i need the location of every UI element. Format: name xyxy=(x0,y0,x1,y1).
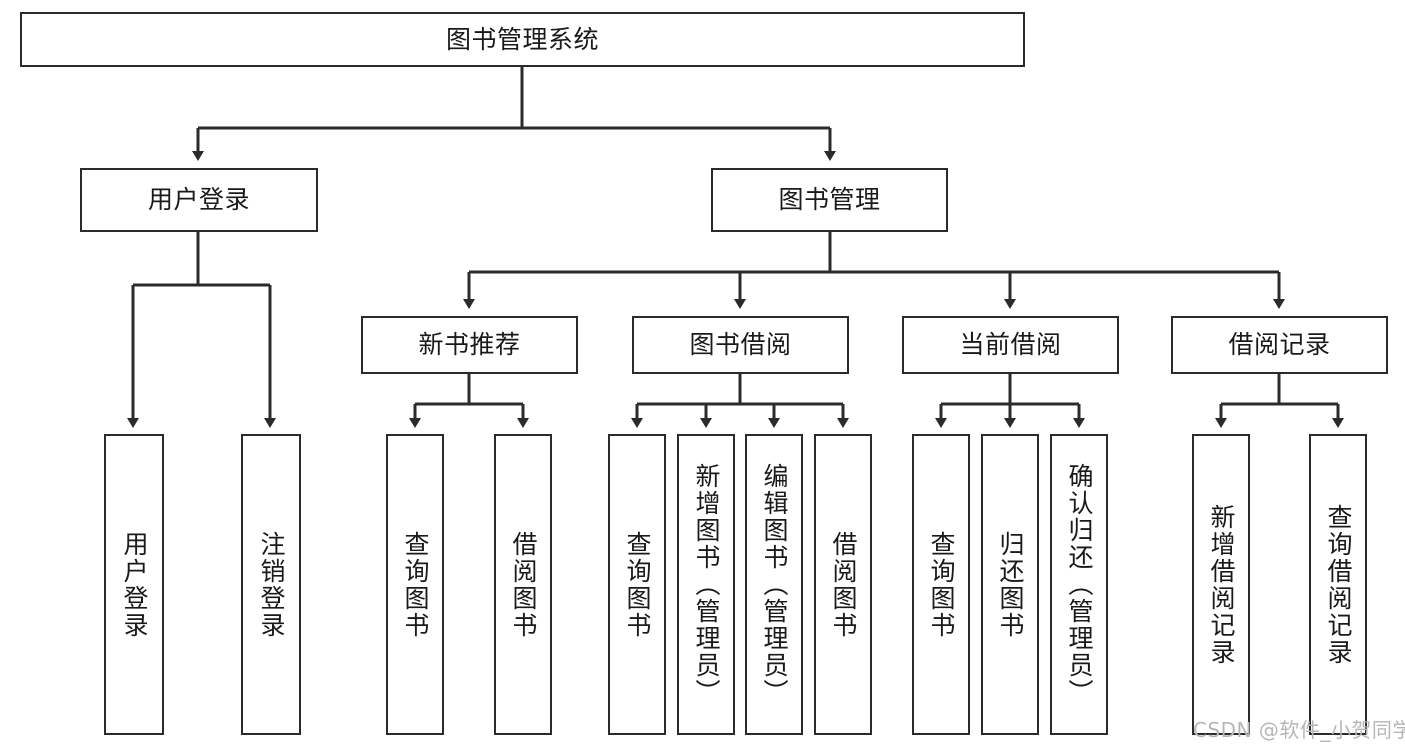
node-leaf-edit-book[interactable]: 编辑图书（管理员） xyxy=(745,434,803,735)
node-leaf-borrow-book-1[interactable]: 借阅图书 xyxy=(494,434,552,735)
node-label: 新增借阅记录 xyxy=(1207,503,1236,666)
node-leaf-add-book[interactable]: 新增图书（管理员） xyxy=(677,434,735,735)
node-label: 图书管理 xyxy=(778,185,881,215)
node-borrow-record[interactable]: 借阅记录 xyxy=(1171,316,1388,374)
node-label: 借阅图书 xyxy=(509,530,538,639)
node-label: 查询图书 xyxy=(401,530,430,639)
node-label: 当前借阅 xyxy=(959,330,1062,360)
node-label: 借阅记录 xyxy=(1228,330,1331,360)
node-label: 借阅图书 xyxy=(829,530,858,639)
node-label: 编辑图书（管理员） xyxy=(760,463,789,706)
node-leaf-query-book-1[interactable]: 查询图书 xyxy=(386,434,444,735)
node-leaf-logout[interactable]: 注销登录 xyxy=(241,434,301,735)
node-label: 确认归还（管理员） xyxy=(1065,463,1094,706)
node-label: 用户登录 xyxy=(120,530,149,639)
node-book-management[interactable]: 图书管理 xyxy=(711,168,948,232)
node-label: 新增图书（管理员） xyxy=(692,463,721,706)
node-label: 查询图书 xyxy=(623,530,652,639)
node-leaf-return-book[interactable]: 归还图书 xyxy=(981,434,1039,735)
node-leaf-confirm-return[interactable]: 确认归还（管理员） xyxy=(1050,434,1108,735)
node-leaf-user-login[interactable]: 用户登录 xyxy=(104,434,164,735)
node-label: 图书管理系统 xyxy=(445,24,599,54)
node-leaf-query-book-2[interactable]: 查询图书 xyxy=(608,434,666,735)
node-leaf-query-book-3[interactable]: 查询图书 xyxy=(912,434,970,735)
node-leaf-query-record[interactable]: 查询借阅记录 xyxy=(1309,434,1367,735)
node-label: 用户登录 xyxy=(147,185,250,215)
node-new-book-recommend[interactable]: 新书推荐 xyxy=(361,316,578,374)
node-leaf-add-record[interactable]: 新增借阅记录 xyxy=(1192,434,1250,735)
node-current-borrow[interactable]: 当前借阅 xyxy=(902,316,1119,374)
node-leaf-borrow-book-2[interactable]: 借阅图书 xyxy=(814,434,872,735)
node-label: 归还图书 xyxy=(996,530,1025,639)
node-book-borrow[interactable]: 图书借阅 xyxy=(632,316,849,374)
node-root-system[interactable]: 图书管理系统 xyxy=(20,12,1025,67)
node-label: 图书借阅 xyxy=(689,330,792,360)
node-label: 新书推荐 xyxy=(418,330,521,360)
node-label: 注销登录 xyxy=(257,530,286,639)
csdn-watermark: CSDN @软件_小贺同学 xyxy=(1193,718,1405,742)
node-label: 查询图书 xyxy=(927,530,956,639)
node-user-login[interactable]: 用户登录 xyxy=(80,168,318,232)
node-label: 查询借阅记录 xyxy=(1324,503,1353,666)
